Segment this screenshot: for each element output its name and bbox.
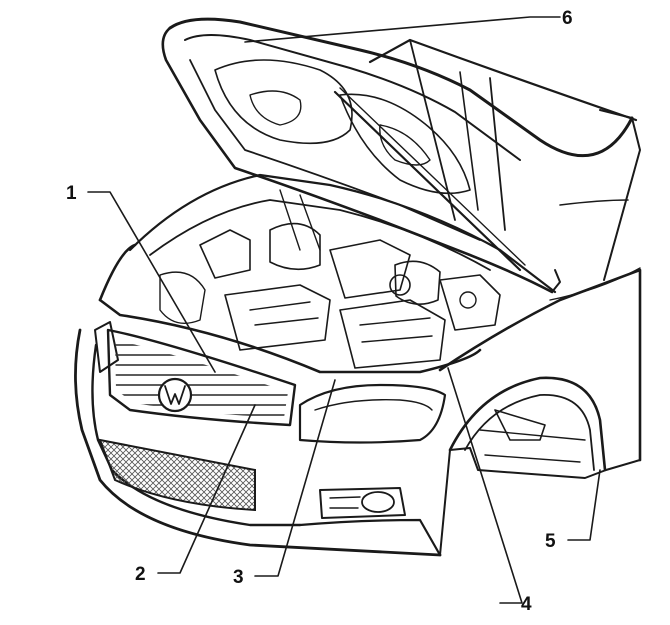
lower-grille-mesh [98, 438, 256, 512]
front-bumper [74, 243, 482, 557]
open-hood [161, 17, 634, 294]
leader-lines [87, 16, 601, 604]
callout-1: 1 [66, 183, 77, 204]
windshield-frame [368, 38, 641, 281]
callout-4: 4 [521, 594, 532, 615]
callout-labels: 1 2 3 4 5 6 [66, 8, 573, 615]
leader-line-4 [447, 367, 523, 604]
callout-3: 3 [233, 567, 244, 588]
radiator-grille [106, 328, 297, 427]
leader-line-5 [567, 469, 601, 541]
callout-2: 2 [135, 564, 146, 585]
leader-line-2 [157, 404, 256, 574]
callout-6: 6 [562, 8, 573, 29]
engine-bay [128, 173, 557, 369]
leader-line-6 [244, 16, 561, 43]
leader-line-1 [87, 191, 216, 373]
leader-line-3 [254, 379, 336, 577]
callout-5: 5 [545, 531, 556, 552]
front-fender [438, 267, 642, 556]
